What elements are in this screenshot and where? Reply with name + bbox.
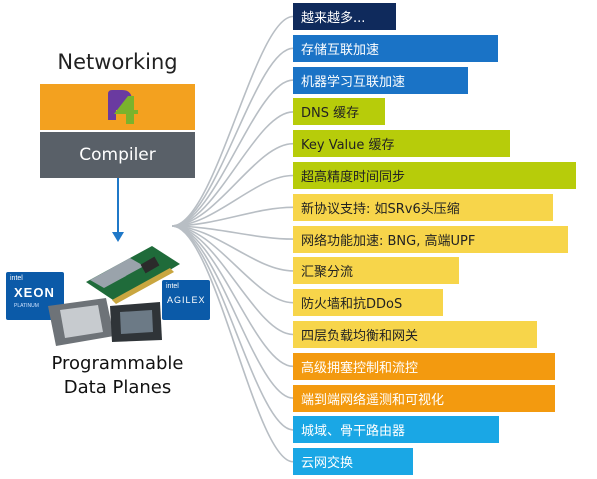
use-case-item: 高级拥塞控制和流控 [293,352,555,380]
intel-xeon-brand: intel [10,275,23,282]
spoke-line [171,225,294,368]
p4-logo-box [40,84,195,130]
intel-xeon-badge: intel XEON PLATINUM [6,272,64,320]
spoke-line [171,225,294,304]
spoke-line [171,225,294,240]
networking-title: Networking [57,50,178,74]
chip-image-2 [108,300,164,344]
use-case-label: 汇聚分流 [301,265,354,281]
use-case-label: 防火墙和抗DDoS [301,297,403,313]
use-case-item: 存储互联加速 [293,34,498,62]
use-case-label: 机器学习互联加速 [301,74,406,90]
intel-agilex-name: AGILEX [167,295,206,305]
use-case-label: DNS 缓存 [301,106,360,122]
use-case-item: 端到端网络遥测和可视化 [293,384,555,412]
use-case-label: 网络功能加速: BNG, 高端UPF [301,233,476,249]
use-case-label: 城域、骨干路由器 [301,424,406,440]
spoke-line [171,206,294,227]
spoke-line [171,225,294,272]
spoke-line [171,47,294,227]
chip-image-1 [46,296,116,348]
spoke-line [171,225,294,336]
use-case-label: 新协议支持: 如SRv6头压缩 [301,201,460,217]
intel-xeon-tier: PLATINUM [14,303,39,309]
spoke-line [171,225,294,431]
use-case-label: 端到端网络遥测和可视化 [301,392,445,408]
use-case-label: 超高精度时间同步 [301,170,406,185]
spoke-line [171,111,294,227]
use-case-label: 存储互联加速 [301,42,380,58]
use-case-label: Key Value 缓存 [301,138,395,154]
use-case-label: 越来越多... [301,11,366,26]
caption-line-1: Programmable [51,353,184,374]
spoke-line [171,79,294,227]
use-case-item: DNS 缓存 [293,98,385,126]
intel-agilex-badge: intel AGILEX [162,280,210,320]
spoke-line [171,142,294,227]
compiler-box: Compiler [40,132,195,178]
spoke-line [171,174,294,227]
use-case-item: 四层负载均衡和网关 [293,321,537,348]
spoke-line [171,225,294,399]
use-case-item: 越来越多... [293,3,396,30]
use-case-item: Key Value 缓存 [293,130,510,158]
p4-logo-icon [108,90,138,124]
use-case-item: 防火墙和抗DDoS [293,289,443,317]
use-case-item: 新协议支持: 如SRv6头压缩 [293,193,553,221]
use-case-item: 网络功能加速: BNG, 高端UPF [293,225,568,253]
nic-card-image [82,242,182,304]
use-case-item: 机器学习互联加速 [293,66,468,94]
caption-line-2: Data Planes [63,377,172,398]
use-case-label: 云网交换 [301,456,354,472]
use-case-label: 四层负载均衡和网关 [301,329,419,344]
use-case-item: 超高精度时间同步 [293,162,576,189]
spoke-line [171,15,294,227]
use-case-label: 高级拥塞控制和流控 [301,360,419,376]
use-case-item: 云网交换 [293,448,413,476]
use-case-item: 城域、骨干路由器 [293,416,499,444]
use-case-item: 汇聚分流 [293,257,459,285]
intel-agilex-brand: intel [166,283,179,290]
programmable-data-planes-caption: Programmable Data Planes [20,352,215,400]
intel-xeon-name: XEON [14,285,55,300]
spoke-line [171,225,294,463]
